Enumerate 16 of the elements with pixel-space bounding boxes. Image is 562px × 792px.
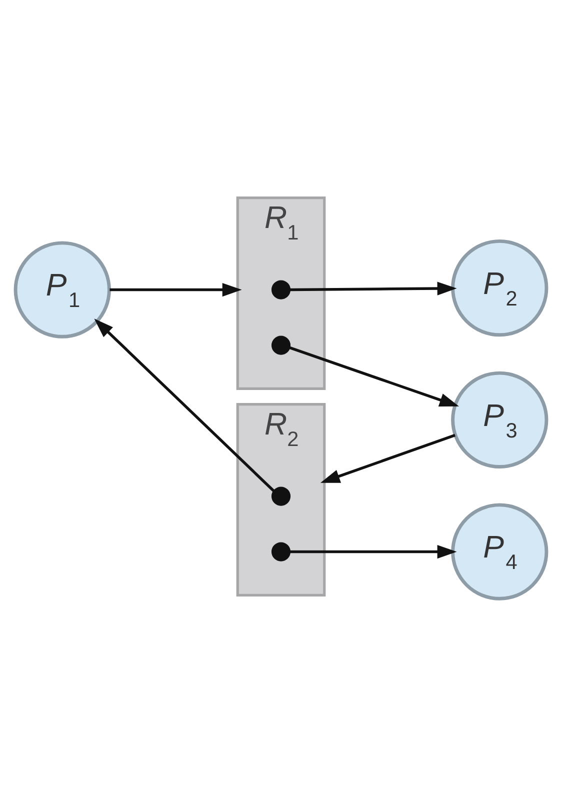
cluster: R$_{2}$	[236, 402, 326, 596]
arrow	[320, 433, 456, 482]
node-circle: P$_{3}$	[451, 370, 548, 468]
node-circle	[271, 486, 291, 506]
arrow	[288, 346, 459, 406]
node-circle	[271, 335, 291, 354]
node-circle: P$_{4}$	[451, 502, 548, 600]
node-circle: P$_{2}$	[451, 238, 548, 336]
node-circle: P$_{1}$	[14, 240, 111, 338]
arrow	[290, 281, 457, 295]
node-circle	[271, 280, 291, 299]
node-circle	[271, 542, 291, 561]
arrow	[290, 544, 457, 558]
arrow	[94, 318, 275, 492]
cluster: R$_{1}$	[236, 196, 326, 390]
arrow	[110, 282, 242, 296]
